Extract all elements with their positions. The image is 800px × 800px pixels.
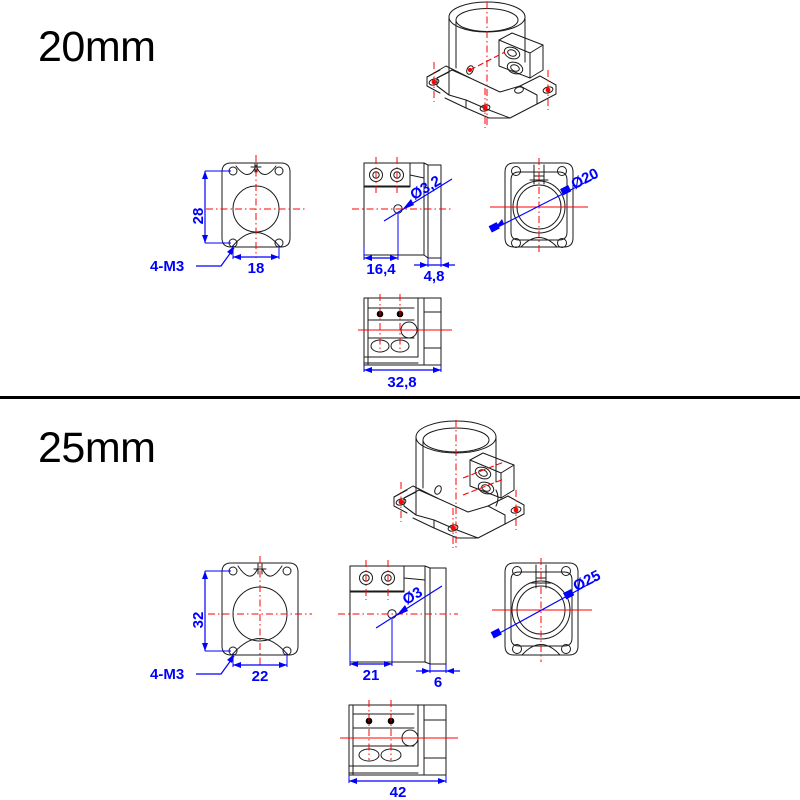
- rear-view-25mm: Ø25: [490, 558, 603, 662]
- top-view-20mm: 32,8: [358, 294, 452, 391]
- dim-overall-length-20: 32,8: [387, 374, 416, 391]
- dim-screw-offset-25: 21: [363, 667, 380, 684]
- section-title-25mm: 25mm: [38, 424, 156, 472]
- dim-flange-thickness-25: 6: [434, 674, 442, 691]
- dim-flange-height-25: 32: [190, 612, 207, 629]
- callout-thread-25: 4-M3: [150, 666, 184, 683]
- section-divider: [0, 396, 800, 399]
- front-view-20mm: 28 18 4-M3: [150, 155, 306, 277]
- dim-bore-diameter-25: Ø25: [570, 567, 603, 595]
- callout-thread-20: 4-M3: [150, 258, 184, 275]
- top-view-25mm: 42: [340, 700, 458, 800]
- isometric-view-25mm: [393, 420, 525, 548]
- dim-hole-spacing-20: 18: [248, 260, 265, 277]
- dim-bore-diameter-20: Ø20: [568, 165, 601, 193]
- dim-flange-height-20: 28: [190, 208, 207, 225]
- dim-screw-offset-20: 16,4: [366, 261, 396, 278]
- dim-flange-thickness-20: 4,8: [424, 268, 445, 285]
- dim-hole-spacing-25: 22: [252, 668, 269, 685]
- section-title-20mm: 20mm: [38, 23, 156, 71]
- dim-hole-diameter-20: Ø3,2: [407, 172, 444, 203]
- rear-view-20mm: Ø20: [488, 158, 601, 253]
- front-view-25mm: 32 22 4-M3: [150, 556, 312, 685]
- isometric-view-20mm: [426, 1, 557, 128]
- side-view-25mm: Ø3 21 6: [338, 560, 460, 691]
- dim-overall-length-25: 42: [390, 784, 407, 800]
- side-view-20mm: Ø3,2 16,4 4,8: [352, 157, 455, 285]
